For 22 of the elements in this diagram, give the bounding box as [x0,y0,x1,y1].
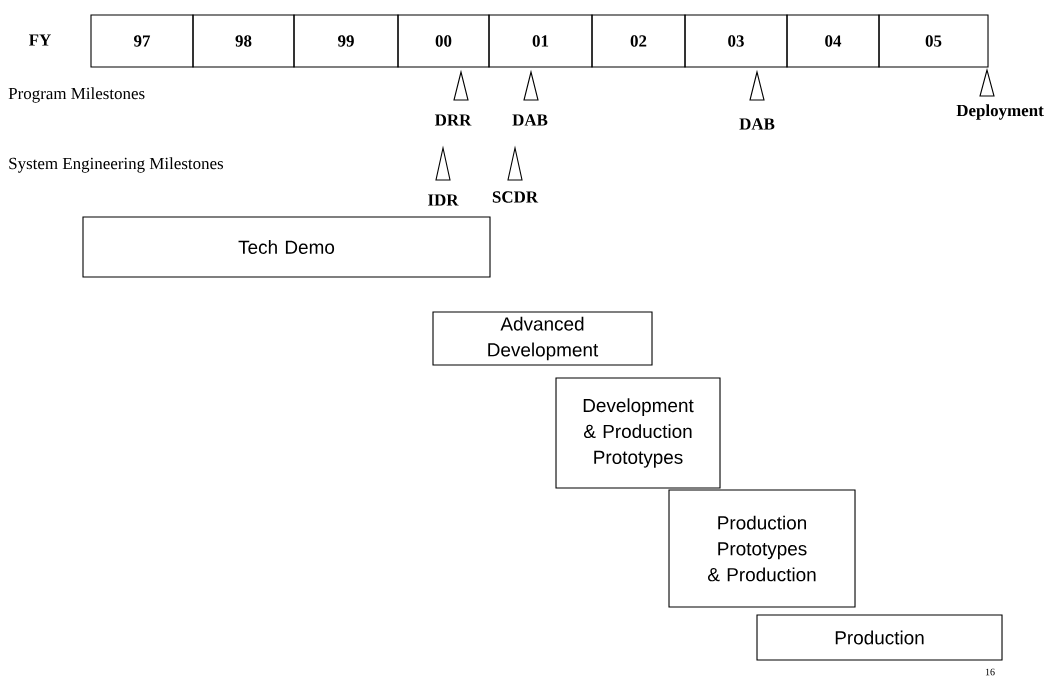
row-label: System Engineering Milestones [9,157,224,173]
milestone-label: Deployment [956,104,1044,120]
phase-box: Production [756,614,1003,661]
milestone-label: DAB [512,114,548,126]
axis-label: FY [29,34,51,46]
milestone-label: DAB [739,118,775,130]
year-cell: 00 [397,14,490,68]
phase-box: Production Prototypes & Production [668,489,856,608]
year-cell: 98 [192,14,295,68]
year-cell: 03 [684,14,788,68]
milestone-label: DRR [434,114,472,126]
year-cell: 02 [591,14,686,68]
year-cell: 05 [878,14,989,68]
phase-box: Tech Demo [82,216,491,278]
row-label: Program Milestones [8,87,145,103]
phase-box: Advanced Development [432,311,653,366]
milestone-label: SCDR [492,191,539,203]
year-cell: 99 [293,14,399,68]
year-cell: 01 [488,14,593,68]
year-cell: 04 [786,14,880,68]
year-cell: 97 [90,14,194,68]
phase-box: Development & Production Prototypes [555,377,721,489]
